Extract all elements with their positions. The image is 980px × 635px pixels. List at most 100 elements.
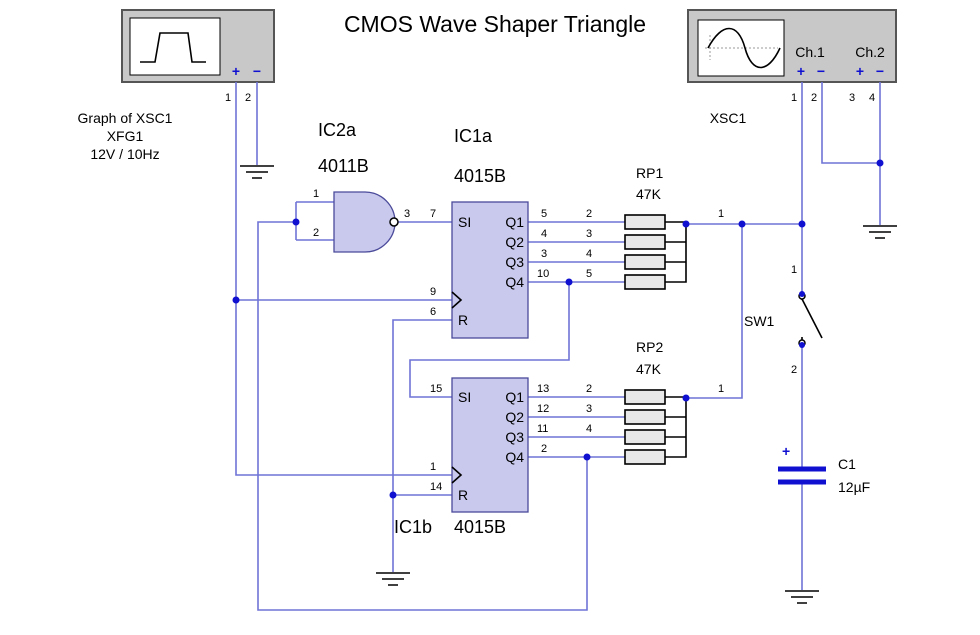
capacitor-plates[interactable] — [778, 466, 826, 485]
junction-rp2-to-output — [738, 220, 746, 228]
ic1a-body[interactable] — [451, 201, 529, 339]
capacitor-name: C1 — [838, 456, 856, 472]
rp2-pin-3: 3 — [586, 403, 592, 415]
rp1-internal-bus — [665, 221, 687, 283]
rp1-pin-4: 4 — [586, 248, 592, 260]
switch-sw1[interactable] — [798, 292, 823, 347]
ic1b-pin-q1: 13 — [537, 383, 549, 395]
ic1a-q3-label: Q3 — [505, 254, 524, 270]
rp1-name: RP1 — [636, 165, 663, 181]
ic1a-q2-label: Q2 — [505, 234, 524, 250]
sine-wave-icon — [707, 27, 781, 69]
ic1b-body[interactable] — [451, 377, 529, 513]
ic1b-shift-register[interactable] — [451, 377, 529, 513]
fg-caption-setting: 12V / 10Hz — [90, 146, 159, 162]
capacitor-plus: + — [782, 443, 790, 459]
resistor-pack-rp2[interactable] — [624, 389, 666, 465]
ic1a-pin-si: 7 — [430, 208, 436, 220]
nand-pin-3: 3 — [404, 208, 410, 220]
ic1a-pin-q2: 4 — [541, 228, 547, 240]
junction-rp1-common — [682, 220, 690, 228]
wire-clock-rail — [235, 82, 452, 476]
switch-pin-2: 2 — [791, 364, 797, 376]
junction-nand-inputs — [292, 218, 300, 226]
ic1a-r-label: R — [458, 312, 468, 328]
scope-pin-4: 4 — [869, 92, 875, 104]
scope-ch1-plus: + — [797, 63, 805, 79]
wire-feedback-loop — [257, 221, 588, 611]
fg-pin-1: 1 — [225, 92, 231, 104]
scope-ch2-plus: + — [856, 63, 864, 79]
rp2-resistor-1[interactable] — [624, 389, 666, 405]
ic1a-q4-label: Q4 — [505, 274, 524, 290]
fg-caption-name: XFG1 — [107, 128, 144, 144]
scope-pin-2: 2 — [811, 92, 817, 104]
ic1b-pin-si: 15 — [430, 383, 442, 395]
ic1a-pin-r: 6 — [430, 306, 436, 318]
ic1a-shift-register[interactable] — [451, 201, 529, 339]
ic1a-pin-q1: 5 — [541, 208, 547, 220]
rp1-pin-5: 5 — [586, 268, 592, 280]
ground-symbol-capacitor — [785, 590, 819, 604]
wire-rp2-common — [686, 224, 743, 399]
nand-gate[interactable] — [333, 191, 399, 253]
wire-cascade — [409, 282, 570, 398]
rp2-name: RP2 — [636, 339, 663, 355]
scope-pin-1: 1 — [791, 92, 797, 104]
ic1b-q2-label: Q2 — [505, 409, 524, 425]
ic1a-name: IC1a — [454, 126, 493, 146]
square-wave-icon — [140, 32, 206, 63]
junction-output-node — [798, 220, 806, 228]
ic1b-si-label: SI — [458, 389, 471, 405]
switch-name: SW1 — [744, 313, 775, 329]
nand-inverter-bubble — [389, 217, 399, 227]
scope-pin-3: 3 — [849, 92, 855, 104]
rp2-pin-2: 2 — [586, 383, 592, 395]
rp1-resistor-4[interactable] — [624, 274, 666, 290]
junction-clock — [232, 296, 240, 304]
function-generator[interactable]: + − — [121, 9, 275, 83]
ic1b-part: 4015B — [454, 517, 506, 537]
ground-symbol-scope — [863, 225, 897, 239]
rp2-pin-4: 4 — [586, 423, 592, 435]
ic1b-q3-label: Q3 — [505, 429, 524, 445]
wire-reset-rail — [392, 319, 452, 572]
rp2-common-pin: 1 — [718, 383, 724, 395]
ic1a-si-label: SI — [458, 214, 471, 230]
ic1a-pin-q4: 10 — [537, 268, 549, 280]
rp1-resistor-1[interactable] — [624, 214, 666, 230]
fg-plus-terminal: + — [232, 63, 240, 79]
rp2-resistor-4[interactable] — [624, 449, 666, 465]
ic1b-pin-q4: 2 — [541, 443, 547, 455]
rp2-resistor-2[interactable] — [624, 409, 666, 425]
junction-reset — [389, 491, 397, 499]
ic1a-clock-symbol — [451, 291, 463, 309]
rp2-resistor-3[interactable] — [624, 429, 666, 445]
ic1a-pin-clk: 9 — [430, 286, 436, 298]
oscilloscope-ch1-label: Ch.1 — [795, 44, 825, 60]
wires — [235, 82, 881, 611]
rp2-internal-bus — [665, 396, 687, 458]
rp1-common-pin: 1 — [718, 208, 724, 220]
junction-rp2-common — [682, 394, 690, 402]
oscilloscope-name: XSC1 — [710, 110, 747, 126]
capacitor-value: 12µF — [838, 479, 870, 495]
fg-minus-terminal: − — [253, 63, 261, 79]
resistor-pack-rp1[interactable] — [624, 214, 666, 290]
rp1-resistor-2[interactable] — [624, 234, 666, 250]
ic1b-q4-label: Q4 — [505, 449, 524, 465]
ic1b-pin-r: 14 — [430, 481, 442, 493]
oscilloscope[interactable]: Ch.1 Ch.2 + − + − — [687, 9, 897, 83]
oscilloscope-ch2-label: Ch.2 — [855, 44, 885, 60]
junctions — [232, 159, 884, 499]
capacitor-c1[interactable] — [778, 466, 826, 485]
nand-gate-body[interactable] — [333, 191, 396, 253]
nand-pin-2: 2 — [313, 227, 319, 239]
oscilloscope-graticule — [705, 35, 778, 60]
junction-cascade — [565, 278, 573, 286]
switch-lever[interactable] — [801, 298, 823, 339]
rp2-value: 47K — [636, 361, 662, 377]
rp1-resistor-3[interactable] — [624, 254, 666, 270]
ic1b-pin-q3: 11 — [537, 423, 548, 435]
